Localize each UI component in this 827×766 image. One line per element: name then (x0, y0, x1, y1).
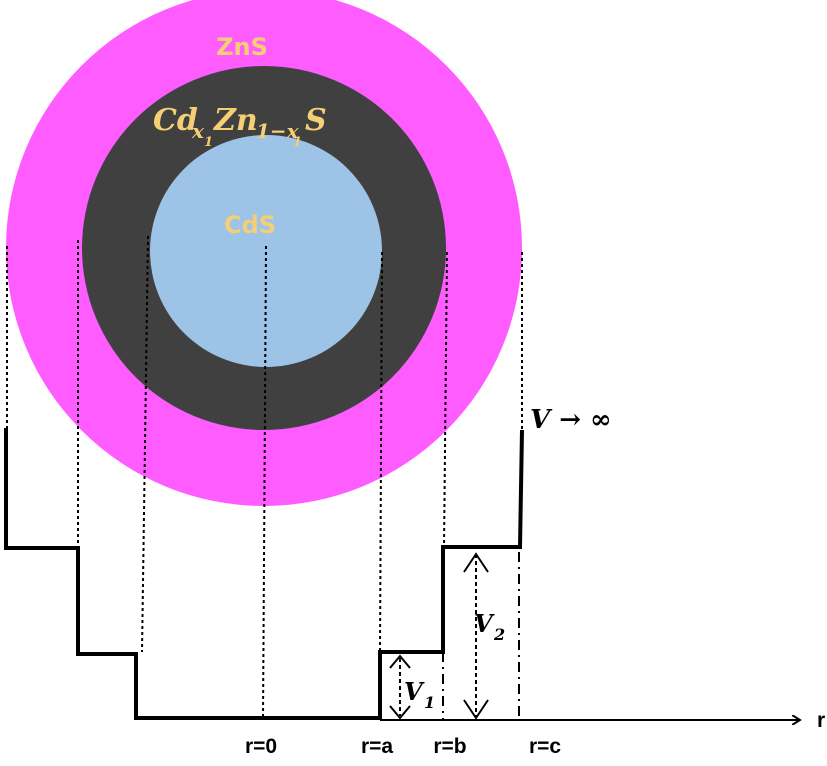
v2-label: V 2 (474, 609, 505, 644)
svg-text:1: 1 (204, 135, 213, 150)
svg-text:1: 1 (293, 135, 302, 150)
svg-text:Cd: Cd (153, 103, 198, 138)
zns-label: ZnS (216, 33, 268, 61)
r-axis-label: r (817, 709, 825, 732)
svg-text:2: 2 (493, 625, 505, 644)
svg-text:V: V (474, 609, 495, 638)
v2-arrow (463, 552, 489, 720)
label-rc: r=c (529, 735, 561, 758)
dash-dot-lines (442, 552, 520, 720)
svg-text:x: x (191, 119, 205, 143)
projection-lines (6, 235, 523, 719)
alloy-label: Cd x 1 Zn 1−x 1 S (153, 103, 327, 150)
label-r0: r=0 (245, 735, 277, 758)
svg-text:1: 1 (424, 693, 435, 712)
potential-profile (4, 428, 524, 720)
cds-core-circle (150, 135, 382, 367)
svg-text:1−x: 1−x (256, 119, 300, 143)
v1-label: V 1 (404, 677, 435, 712)
v1-arrow (389, 654, 411, 720)
label-ra: r=a (361, 735, 393, 758)
v-infinity-label: V → ∞ (530, 405, 612, 435)
cds-label: CdS (224, 211, 276, 239)
svg-text:V: V (404, 677, 425, 706)
label-rb: r=b (433, 735, 466, 758)
svg-text:Zn: Zn (213, 103, 258, 138)
svg-text:S: S (305, 103, 327, 138)
